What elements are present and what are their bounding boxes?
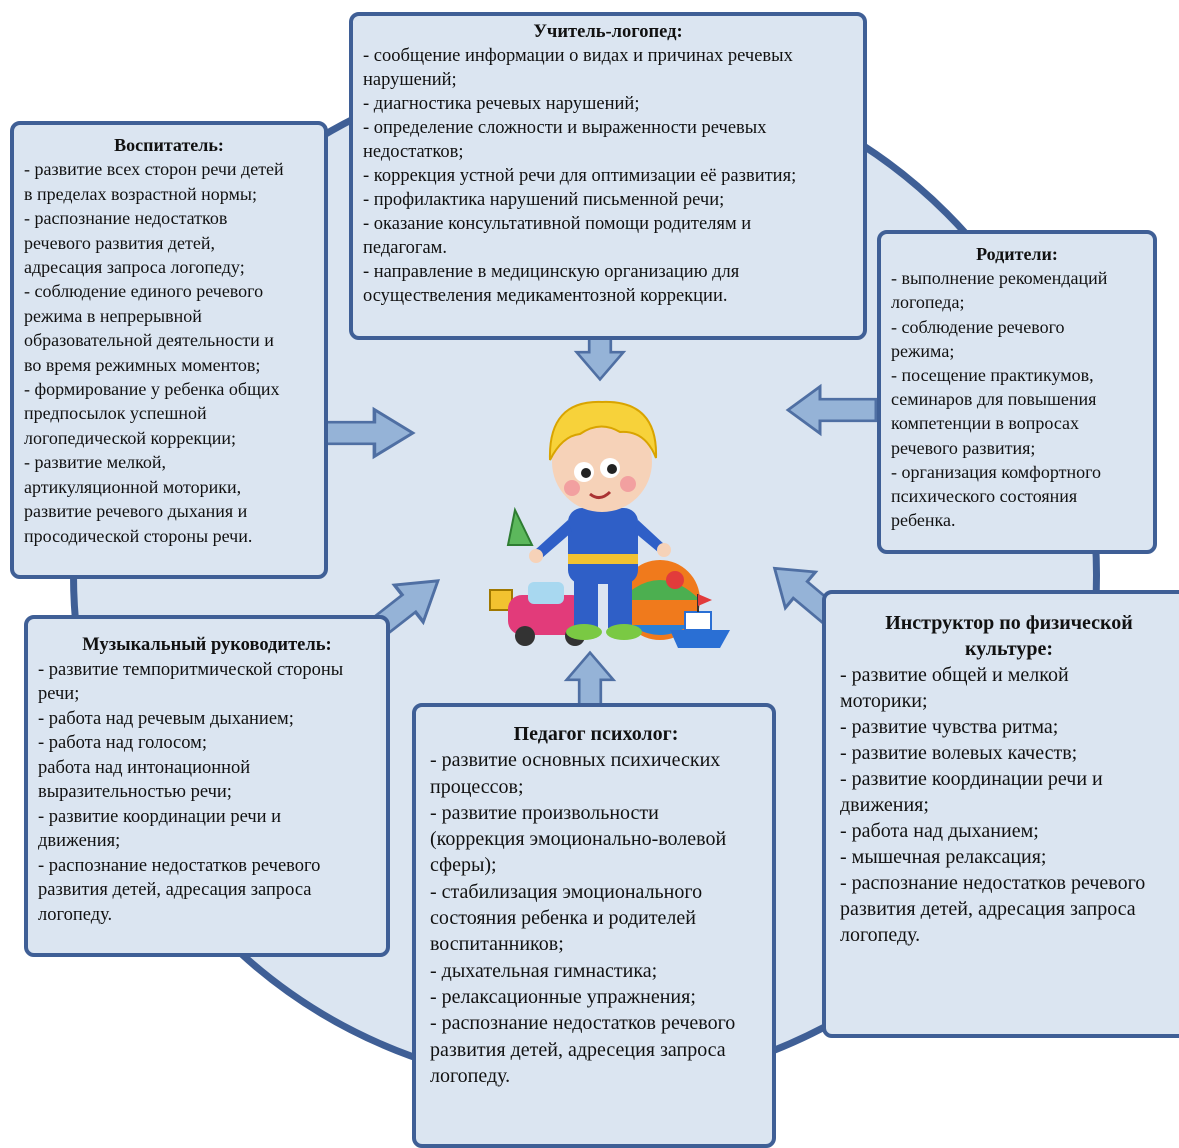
educator-line: - распознание недостатков (24, 208, 228, 229)
educator-line: предпосылок успешной (24, 403, 207, 424)
educator-line: логопедической коррекции; (24, 427, 237, 448)
parents-line: речевого развития; (891, 437, 1036, 458)
parents-line: - посещение практикумов, (891, 365, 1094, 386)
educator-line: развитие речевого дыхания и (24, 501, 248, 522)
educator-line: артикуляционной моторики, (24, 476, 242, 497)
music-line: - распознание недостатков речевого (38, 855, 321, 876)
music-line: выразительностью речи; (38, 782, 232, 802)
psychologist-line: сферы); (430, 854, 497, 877)
educator-line: в пределах возрастной нормы; (24, 183, 257, 204)
parents-line: семинаров для повышения (891, 389, 1097, 410)
teacher-line: недостатков; (363, 142, 464, 162)
sport-instructor-line: - работа над дыханием; (840, 820, 1039, 842)
educator-line: во время режимных моментов; (24, 354, 261, 375)
teacher-line: - профилактика нарушений письменной речи… (363, 190, 725, 210)
sport-instructor-line: моторики; (840, 690, 928, 712)
parents-box: Родители: - выполнение рекомендаций лого… (877, 230, 1157, 554)
music-line: речи; (38, 684, 80, 704)
psychologist-line: - развитие основных психических (430, 749, 721, 772)
sport-instructor-line: - развитие координации речи и (840, 768, 1103, 790)
parents-title: Родители: (976, 244, 1058, 264)
music-line: - работа над голосом; (38, 733, 207, 753)
psychologist-line: (коррекция эмоционально-волевой (430, 828, 727, 851)
music-line: работа над интонационной (38, 757, 251, 778)
teacher-line: - направление в медицинскую организацию … (363, 262, 740, 282)
educator-line: просодической стороны речи. (24, 525, 253, 546)
educator-line: - развитие всех сторон речи детей (24, 159, 284, 180)
sport-instructor-line: - мышечная релаксация; (840, 846, 1047, 868)
arrow-from-parents (786, 385, 878, 435)
music-line: - работа над речевым дыханием; (38, 708, 294, 729)
parents-line: - выполнение рекомендаций (891, 268, 1108, 289)
sport-instructor-box: Инструктор по физической культуре: - раз… (822, 590, 1179, 1038)
parents-line: - соблюдение речевого (891, 316, 1065, 337)
parents-line: ребенка. (891, 510, 956, 531)
educator-line: образовательной деятельности и (24, 330, 274, 351)
teacher-line: - коррекция устной речи для оптимизации … (363, 166, 797, 186)
educator-title: Воспитатель: (114, 135, 224, 155)
educator-line: адресация запроса логопеду; (24, 257, 245, 278)
teacher-line: педагогам. (363, 238, 447, 258)
psychologist-line: воспитанников; (430, 933, 564, 956)
psychologist-line: развития детей, адресеция запроса (430, 1038, 726, 1061)
psychologist-line: процессов; (430, 775, 524, 798)
psychologist-line: - развитие произвольности (430, 801, 659, 824)
teacher-line: - сообщение информации о видах и причина… (363, 46, 793, 66)
sport-instructor-line: - развитие общей и мелкой (840, 664, 1069, 686)
sport-instructor-line: - развитие волевых качеств; (840, 742, 1078, 764)
sport-instructor-line: логопеду. (840, 924, 921, 946)
teacher-line: нарушений; (363, 70, 457, 90)
sport-instructor-title: Инструктор по физической культуре: (885, 612, 1133, 660)
psychologist-box: Педагог психолог: - развитие основных пс… (412, 703, 776, 1148)
music-line: движения; (38, 831, 121, 851)
educator-line: режима в непрерывной (24, 305, 202, 326)
teacher-box: Учитель-логопед: - сообщение информации … (349, 12, 867, 340)
teacher-title: Учитель-логопед: (533, 22, 683, 42)
teacher-line: осуществеления медикаментозной коррекции… (363, 286, 728, 306)
educator-box: Воспитатель: - развитие всех сторон речи… (10, 121, 328, 579)
parents-line: - организация комфортного (891, 461, 1102, 482)
music-line: развития детей, адресация запроса (38, 880, 312, 900)
sport-instructor-line: движения; (840, 794, 929, 816)
music-box: Музыкальный руководитель: - развитие тем… (24, 615, 390, 957)
psychologist-line: логопеду. (430, 1064, 511, 1087)
teacher-line: - оказание консультативной помощи родите… (363, 214, 752, 234)
music-line: логопеду. (38, 904, 113, 925)
sport-instructor-line: - развитие чувства ритма; (840, 716, 1059, 738)
parents-line: психического состояния (891, 486, 1078, 507)
parents-line: режима; (891, 340, 955, 361)
teacher-line: - определение сложности и выраженности р… (363, 118, 767, 138)
child-illustration (489, 400, 730, 648)
sport-instructor-line: - распознание недостатков речевого (840, 872, 1146, 894)
teacher-line: - диагностика речевых нарушений; (363, 94, 640, 114)
music-title: Музыкальный руководитель: (82, 635, 332, 655)
psychologist-line: - дыхательная гимнастика; (430, 959, 658, 982)
educator-line: - соблюдение единого речевого (24, 281, 264, 302)
psychologist-title: Педагог психолог: (513, 723, 679, 745)
parents-line: логопеда; (891, 292, 965, 313)
parents-line: компетенции в вопросах (891, 413, 1080, 434)
educator-line: - развитие мелкой, (24, 452, 167, 473)
music-line: - развитие координации речи и (38, 806, 282, 827)
psychologist-line: - стабилизация эмоционального (430, 880, 703, 903)
educator-line: речевого развития детей, (24, 232, 216, 253)
psychologist-line: состояния ребенка и родителей (430, 907, 696, 930)
educator-line: - формирование у ребенка общих (24, 379, 280, 400)
psychologist-line: - распознание недостатков речевого (430, 1012, 736, 1035)
sport-instructor-line: развития детей, адресация запроса (840, 898, 1136, 920)
music-line: - развитие темпоритмической стороны (38, 659, 344, 680)
psychologist-line: - релаксационные упражнения; (430, 985, 696, 1008)
